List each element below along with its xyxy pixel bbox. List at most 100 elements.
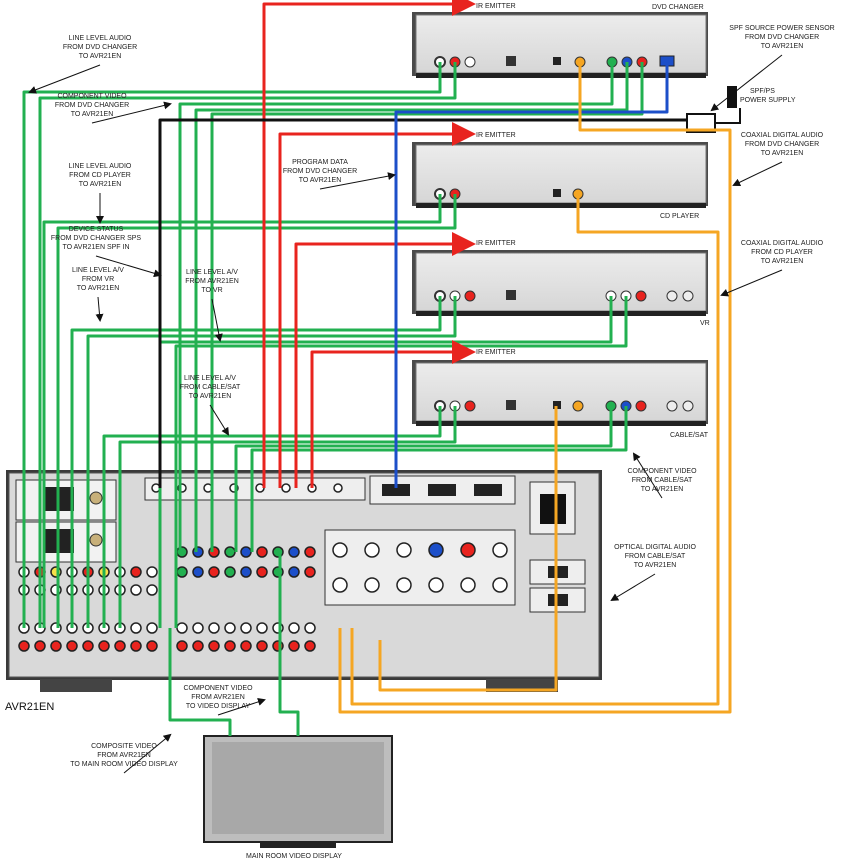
rca-jack (256, 546, 268, 558)
power-supply-title-1: SPF/PS (750, 88, 775, 95)
callout-arrow (95, 296, 104, 322)
callout-line: COMPONENT VIDEO (183, 685, 253, 692)
callout-arrow (211, 298, 223, 342)
rca-jack (176, 566, 188, 578)
callout-line: TO MAIN ROOM VIDEO DISPLAY (70, 761, 178, 768)
wire-green-cable-av-2 (118, 406, 457, 628)
callout-line: COMPOSITE VIDEO (91, 743, 157, 750)
wire-green-cd-audio-r (56, 194, 457, 628)
wire-green-cable-component-2 (250, 406, 628, 552)
tv-title: MAIN ROOM VIDEO DISPLAY (246, 853, 342, 860)
rca-jack (288, 622, 300, 634)
rca-jack (240, 566, 252, 578)
callout-arrow (720, 269, 783, 297)
wire-green-vr-av (70, 296, 442, 628)
rca-jack (208, 640, 220, 652)
callout-line: TO VR (201, 287, 222, 294)
callout-line: FROM CD PLAYER (69, 172, 131, 179)
dvd-changer-device (412, 12, 708, 78)
rca-jack (428, 577, 444, 593)
rca-jack (176, 640, 188, 652)
callout-arrow (28, 64, 101, 94)
wire-green-cd-audio (42, 194, 442, 628)
cable-runs (22, 0, 732, 736)
rca-jack (34, 640, 46, 652)
receiver-avr21en (6, 470, 602, 692)
wire-orange-coax-dvd (338, 62, 732, 714)
ir-emitter-cd-label: IR EMITTER (476, 132, 516, 139)
callout-line: TO AVR21EN (79, 53, 122, 60)
wire-green-dvd-component (178, 62, 614, 552)
rca-jack (146, 640, 158, 652)
rca-jack (256, 640, 268, 652)
callout-line: FROM VR (82, 276, 114, 283)
rca-jack (396, 577, 412, 593)
callout-line: FROM DVD CHANGER SPS (51, 235, 142, 242)
callout-line: FROM CABLE/SAT (625, 553, 686, 560)
main-room-tv (203, 735, 393, 848)
callout-arrow (632, 452, 663, 499)
rca-jack (304, 640, 316, 652)
rca-jack (98, 640, 110, 652)
cable-sat-device (412, 360, 708, 426)
rca-jack (256, 566, 268, 578)
rca-jack (224, 546, 236, 558)
rca-jack (146, 622, 158, 634)
rca-jack (364, 542, 380, 558)
rca-jack (146, 566, 158, 578)
callout-line: LINE LEVEL A/V (72, 267, 124, 274)
callout-arrow (319, 172, 396, 190)
callout-line: TO AVR21EN (189, 393, 232, 400)
rca-jack (208, 622, 220, 634)
rca-jack (492, 542, 508, 558)
rca-jack (332, 542, 348, 558)
wire-green-dvd-audio (22, 62, 442, 628)
callout-line: TO AVR21EN (761, 150, 804, 157)
rca-jack (396, 542, 412, 558)
rca-jack (18, 640, 30, 652)
callout-arrow (91, 101, 172, 124)
callout-arrow (710, 54, 783, 112)
wire-green-cable-component (234, 406, 613, 552)
wire-green-component-display (278, 552, 300, 736)
wire-black-spf-status (158, 118, 687, 488)
callout-arrow (209, 404, 230, 436)
callout-line: FROM CD PLAYER (751, 249, 813, 256)
callout-line: LINE LEVEL A/V (184, 375, 236, 382)
wire-green-dvd-component-3 (210, 62, 644, 552)
callout-line-av-cable: LINE LEVEL A/V FROM CABLE/SAT TO AVR21EN (180, 375, 241, 436)
wire-green-vr-av-2 (86, 296, 457, 628)
cd-player-device (412, 142, 708, 208)
ir-emitter-dvd-label: IR EMITTER (476, 3, 516, 10)
rca-jack (256, 622, 268, 634)
callout-line: COMPONENT VIDEO (57, 93, 127, 100)
rca-jack (192, 566, 204, 578)
callout-line: LINE LEVEL AUDIO (69, 163, 132, 170)
callout-line: FROM CABLE/SAT (632, 477, 693, 484)
vcr-device (412, 250, 708, 316)
callout-line: TO AVR21EN (299, 177, 342, 184)
rca-jack (460, 577, 476, 593)
rca-jack (240, 640, 252, 652)
callout-line: TO AVR21EN (641, 486, 684, 493)
rca-jack (224, 640, 236, 652)
rca-jack (332, 577, 348, 593)
callout-line: FROM AVR21EN (185, 278, 239, 285)
cable-sat-title: CABLE/SAT (670, 432, 709, 439)
callout-line: FROM CABLE/SAT (180, 384, 241, 391)
callout-line: COAXIAL DIGITAL AUDIO (741, 240, 824, 247)
wire-blue-program-data (394, 62, 669, 488)
wire-green-avr-to-vr-2 (174, 296, 628, 628)
wire-green-dvd-audio-r (38, 62, 457, 628)
rca-jack (130, 640, 142, 652)
wire-red-ir-cable (310, 340, 476, 488)
callout-line: TO AVR21EN (634, 562, 677, 569)
